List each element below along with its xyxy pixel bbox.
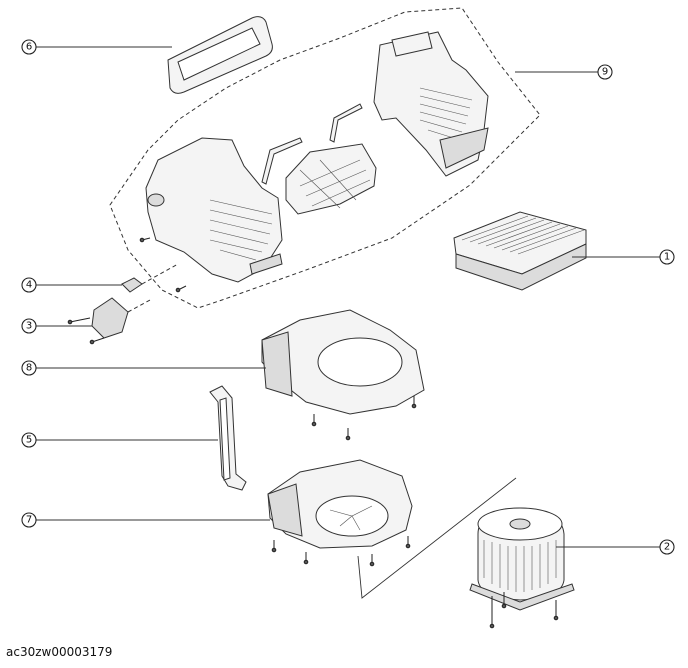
sensor-guide-line — [141, 263, 179, 285]
callout-8: 8 — [21, 360, 37, 376]
case-screws — [139, 237, 187, 293]
upper-case-half — [373, 31, 489, 177]
callout-7-label: 7 — [26, 515, 32, 526]
callout-3-label: 3 — [26, 321, 32, 332]
blower-motor-part-2 — [469, 507, 575, 611]
evaporator-frame — [285, 143, 377, 215]
motor-screws — [489, 592, 559, 629]
callout-9-label: 9 — [602, 67, 608, 78]
actuator-guide-line — [127, 299, 151, 313]
callout-5: 5 — [21, 432, 37, 448]
air-filter-part-1 — [453, 211, 587, 291]
callout-5-label: 5 — [26, 435, 32, 446]
callout-8-label: 8 — [26, 363, 32, 374]
callout-4: 4 — [21, 277, 37, 293]
callout-1-label: 1 — [664, 252, 670, 263]
motor-connector-line — [357, 477, 517, 599]
callout-6-label: 6 — [26, 42, 32, 53]
callout-2-label: 2 — [664, 542, 670, 553]
seal-gasket-part-6 — [167, 16, 273, 94]
heater-case-assembly-outline — [109, 7, 541, 309]
duct-bracket-part-5 — [209, 385, 247, 491]
lower-housing-screws — [271, 536, 411, 567]
callout-2: 2 — [659, 539, 675, 555]
upper-housing-screws — [311, 396, 417, 441]
drain-tube-right — [329, 103, 363, 143]
sensor-part-4 — [121, 277, 143, 293]
lower-case-half — [145, 137, 283, 283]
callout-3: 3 — [21, 318, 37, 334]
lower-blower-housing-part-7 — [267, 459, 413, 549]
callout-1: 1 — [659, 249, 675, 265]
callout-7: 7 — [21, 512, 37, 528]
upper-blower-housing-part-8 — [261, 309, 425, 415]
actuator-part-3 — [67, 297, 129, 345]
callout-4-label: 4 — [26, 280, 32, 291]
callout-6: 6 — [21, 39, 37, 55]
drain-tube-left — [261, 137, 303, 185]
callout-9: 9 — [597, 64, 613, 80]
figure-code: ac30zw00003179 — [6, 645, 113, 659]
